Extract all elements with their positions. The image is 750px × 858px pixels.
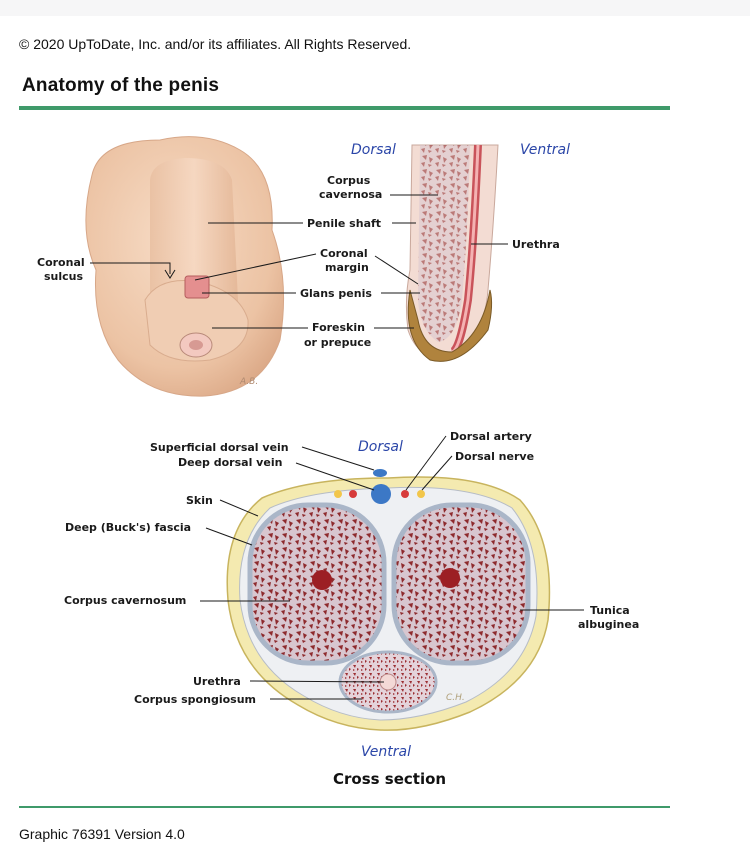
preputial-orifice (189, 340, 203, 350)
page-title: Anatomy of the penis (22, 75, 220, 96)
label-bucks-fascia: Deep (Buck's) fascia (65, 521, 191, 534)
label-dorsal-nerve: Dorsal nerve (455, 450, 534, 463)
cavernosal-artery-right (440, 568, 460, 588)
label-foreskin-line2: or prepuce (304, 336, 371, 349)
dorsal-artery-left (349, 490, 357, 498)
longitudinal-section (405, 144, 499, 362)
superficial-dorsal-vein (373, 469, 387, 477)
deep-dorsal-vein (371, 484, 391, 504)
label-dorsal-artery: Dorsal artery (450, 430, 532, 443)
label-superficial-dorsal-vein: Superficial dorsal vein (150, 441, 289, 454)
top-bar (0, 0, 750, 16)
graphic-version: Graphic 76391 Version 4.0 (19, 826, 185, 842)
arrow-coronal-sulcus (164, 269, 176, 279)
label-tunica-albuginea: Tunica (590, 604, 630, 617)
orientation-ventral-cross: Ventral (361, 744, 411, 760)
label-glans-penis: Glans penis (300, 287, 372, 300)
leader-coronal-sulcus (90, 262, 171, 274)
copyright-notice: © 2020 UpToDate, Inc. and/or its affilia… (19, 36, 412, 52)
dorsal-artery-right (401, 490, 409, 498)
artist-signature-cross: C.H. (446, 693, 465, 703)
leader-bucks-fascia (205, 527, 253, 546)
label-foreskin: Foreskin (312, 321, 365, 334)
orientation-dorsal-side: Dorsal (351, 142, 396, 158)
foreskin-fold (144, 279, 249, 362)
label-coronal-sulcus: Coronal (37, 256, 85, 269)
label-urethra-side: Urethra (512, 238, 560, 251)
urethra-lumen (451, 144, 480, 354)
artist-signature-external: A.B. (239, 377, 258, 387)
label-skin: Skin (186, 494, 213, 507)
external-view: A.B. (85, 136, 285, 397)
label-coronal-margin-line2: margin (325, 261, 369, 274)
dorsal-nerve-left (334, 490, 342, 498)
dorsal-nerve-right (417, 490, 425, 498)
label-tunica-albuginea-line2: albuginea (578, 618, 639, 631)
leader-urethra-cross (249, 680, 385, 683)
cross-section-caption: Cross section (333, 770, 446, 788)
label-corpus-cavernosum: Corpus cavernosum (64, 594, 186, 607)
label-corpus-spongiosum: Corpus spongiosum (134, 693, 256, 706)
label-urethra-cross: Urethra (193, 675, 241, 688)
label-deep-dorsal-vein: Deep dorsal vein (178, 456, 282, 469)
footer-divider (19, 806, 670, 808)
leader-dorsal-artery (405, 435, 447, 491)
cavernosal-artery-left (312, 570, 332, 590)
leader-coronal-margin-left (194, 253, 317, 281)
leader-superficial-dorsal-vein (301, 446, 375, 471)
leader-coronal-margin-right (374, 255, 419, 285)
prepuce-section (407, 289, 493, 362)
section-erectile-tissue (418, 145, 470, 342)
label-coronal-margin: Coronal (320, 247, 368, 260)
leader-deep-dorsal-vein (295, 462, 375, 491)
label-penile-shaft: Penile shaft (307, 217, 381, 230)
orientation-dorsal-cross: Dorsal (358, 439, 403, 455)
orientation-ventral-side: Ventral (520, 142, 570, 158)
label-corpus-cavernosa-line2: cavernosa (319, 188, 382, 201)
title-divider (19, 106, 670, 110)
corpus-cavernosum-right (391, 502, 531, 666)
leader-skin (219, 499, 259, 517)
leader-dorsal-nerve (421, 455, 453, 491)
label-corpus-cavernosa: Corpus (327, 174, 371, 187)
cross-section-figure: C.H. (226, 469, 551, 731)
label-coronal-sulcus-line2: sulcus (44, 270, 84, 283)
